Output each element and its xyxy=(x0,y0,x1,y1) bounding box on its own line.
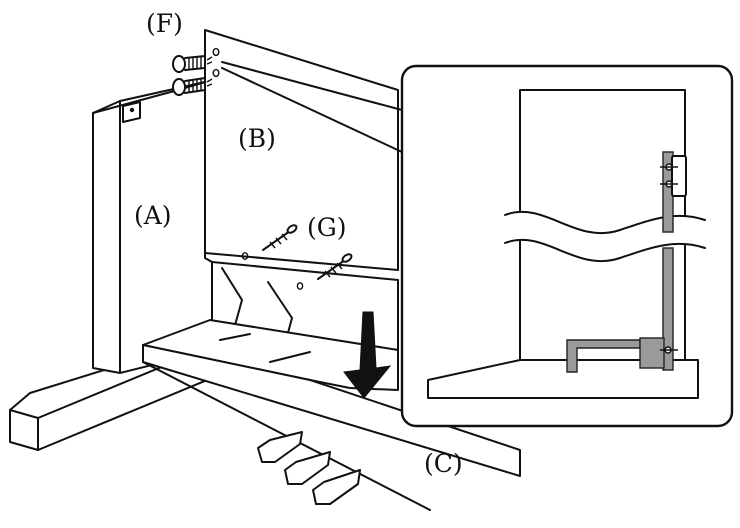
pedal-1 xyxy=(257,431,303,463)
label-f: (F) xyxy=(146,9,183,38)
rear-panel-b xyxy=(204,29,399,356)
screw-f-upper xyxy=(172,55,213,73)
inset-top-bracket xyxy=(671,155,687,197)
label-g: (G) xyxy=(307,213,346,242)
inset-pedal-block xyxy=(639,337,665,369)
label-a: (A) xyxy=(134,201,172,230)
inset-base xyxy=(427,359,699,399)
rear-panel-upper xyxy=(204,29,399,271)
screw-g-lower xyxy=(317,253,353,280)
callout-line-bottom xyxy=(221,67,403,153)
pedal-2 xyxy=(284,451,331,485)
label-c: (C) xyxy=(424,449,463,478)
side-panel-front xyxy=(92,100,121,374)
pedal-box-c xyxy=(142,319,521,511)
detail-inset xyxy=(400,64,734,428)
inset-break-band xyxy=(505,211,705,262)
side-panel-a xyxy=(9,81,213,451)
label-b: (B) xyxy=(238,124,276,153)
down-arrow-icon xyxy=(343,311,392,399)
callout-line-top xyxy=(221,61,403,111)
pedal-3 xyxy=(312,469,361,505)
screw-f-lower xyxy=(172,77,213,96)
screw-g-upper xyxy=(262,224,298,251)
